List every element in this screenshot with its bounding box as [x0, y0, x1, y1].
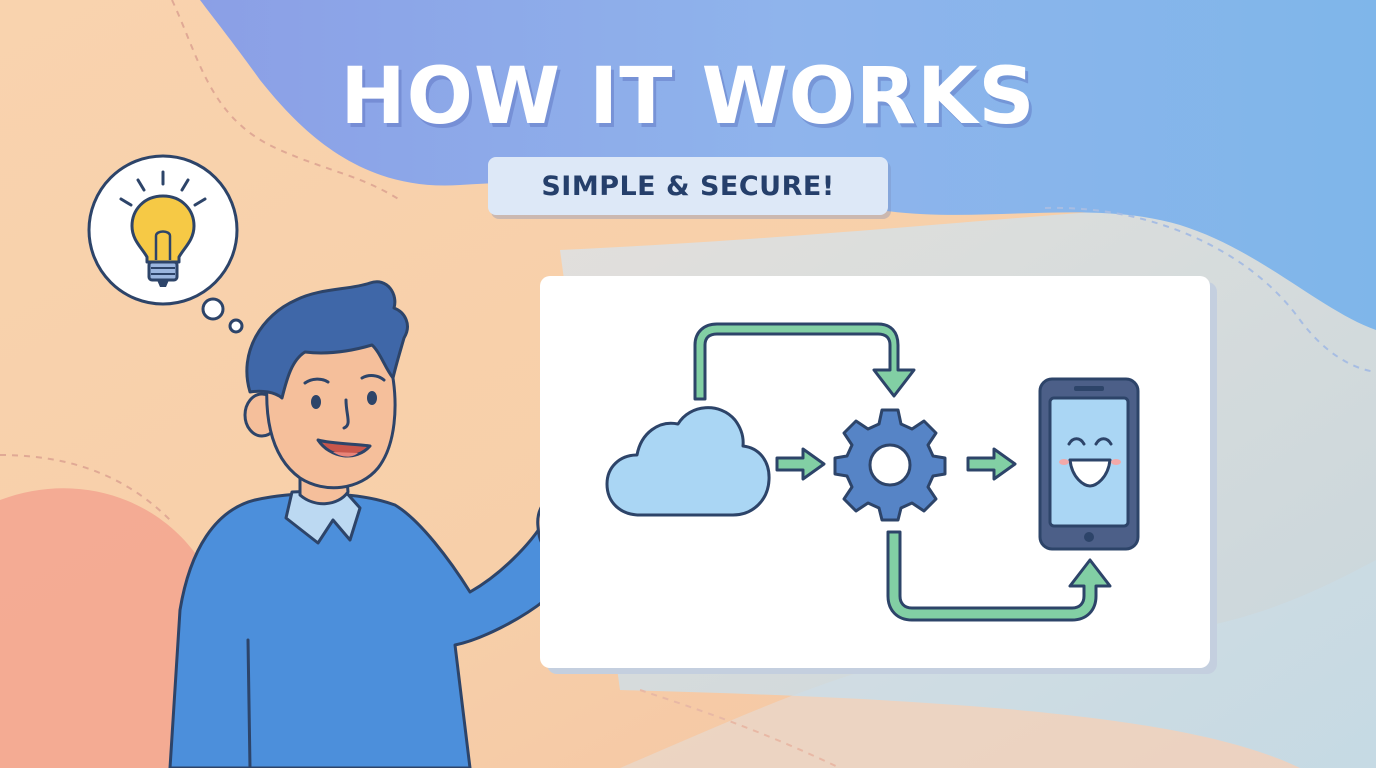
decorative-dashed-line — [171, 0, 401, 201]
arrow-right-icon — [966, 447, 1017, 481]
cloud-icon — [605, 406, 771, 517]
gear-icon — [833, 408, 947, 522]
subtitle-badge: SIMPLE & SECURE! — [488, 157, 888, 215]
person-character — [168, 280, 598, 768]
person-hair — [245, 280, 409, 400]
smartphone-icon — [1038, 377, 1140, 551]
arrow-right-icon — [775, 447, 826, 481]
lightbulb-icon — [119, 170, 207, 287]
thought-bubble — [87, 154, 244, 334]
decorative-dashed-line — [1044, 206, 1376, 373]
person-head — [243, 280, 409, 490]
flow-arrows — [693, 322, 1112, 622]
bottom-loop-arrow — [886, 530, 1112, 622]
page-title: HOW IT WORKS — [340, 52, 1036, 142]
top-loop-arrow — [693, 322, 916, 401]
person-mouth — [316, 438, 372, 458]
decorative-dashed-line — [639, 689, 841, 768]
